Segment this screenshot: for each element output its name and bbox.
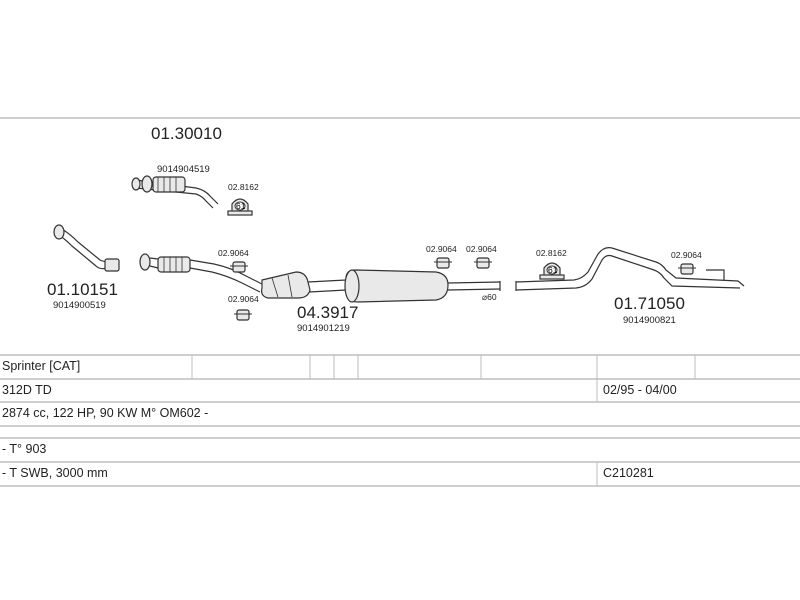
pipe-end — [131, 177, 141, 191]
flex-section — [157, 256, 191, 273]
hanger-a[interactable] — [230, 261, 248, 273]
rubber-hanger-icon — [680, 263, 694, 275]
vehicle-body: - T SWB, 3000 mm — [2, 466, 108, 480]
clamp-base — [227, 210, 253, 216]
vehicle-type: - T° 903 — [2, 442, 47, 456]
vehicle-model: Sprinter [CAT] — [2, 359, 81, 373]
part-01-10151[interactable] — [53, 224, 120, 272]
part-code-01-30010: 01.30010 — [151, 124, 222, 143]
vehicle-years: 02/95 - 04/00 — [603, 383, 677, 397]
hanger-b[interactable] — [234, 309, 252, 321]
flange — [53, 224, 65, 240]
part-01-71050[interactable] — [515, 247, 745, 291]
rubber-hanger-icon — [236, 309, 250, 321]
flex-section — [152, 176, 186, 193]
clamp-mark: 61 — [236, 201, 246, 211]
part-ref-01-71050: 9014900821 — [623, 315, 676, 326]
clamp-mark: 61 — [548, 265, 558, 275]
flange — [141, 175, 153, 193]
hanger-e[interactable] — [678, 263, 696, 275]
rubber-hanger-icon — [232, 261, 246, 273]
part-04-3917[interactable] — [261, 269, 501, 303]
part-01-30010[interactable] — [131, 175, 219, 209]
vehicle-engine: 2874 cc, 122 HP, 90 KW M° OM602 - — [2, 406, 209, 420]
label-hanger-a: 02.9064 — [218, 248, 249, 258]
label-hanger-e: 02.9064 — [671, 250, 702, 260]
catalog-code: C210281 — [603, 466, 654, 480]
clamp-base — [539, 274, 565, 280]
label-clamp-rear: 02.8162 — [536, 248, 567, 258]
rubber-hanger-icon — [476, 257, 490, 269]
part-ref-01-10151: 9014900519 — [53, 300, 106, 311]
rubber-hanger-icon — [436, 257, 450, 269]
middle-silencer — [345, 269, 449, 303]
part-code-01-71050: 01.71050 — [614, 294, 685, 313]
silencer-end — [344, 269, 360, 303]
catalyst — [261, 271, 311, 299]
part-ref-01-30010: 9014904519 — [157, 164, 210, 175]
part-code-01-10151: 01.10151 — [47, 280, 118, 299]
part-code-04-3917: 04.3917 — [297, 303, 358, 322]
hanger-d[interactable] — [474, 257, 492, 269]
label-hanger-c: 02.9064 — [426, 244, 457, 254]
clamp-02-8162-upper[interactable]: 61 — [227, 198, 253, 216]
flange — [139, 253, 151, 271]
label-diameter: ⌀60 — [482, 292, 497, 302]
clamp-02-8162-rear[interactable]: 61 — [539, 262, 565, 280]
pipe-end — [104, 258, 120, 272]
label-clamp-upper: 02.8162 — [228, 182, 259, 192]
label-hanger-d: 02.9064 — [466, 244, 497, 254]
label-hanger-b: 02.9064 — [228, 294, 259, 304]
vehicle-variant: 312D TD — [2, 383, 52, 397]
front-flex-pipe[interactable] — [139, 253, 263, 293]
part-ref-04-3917: 9014901219 — [297, 323, 350, 334]
hanger-c[interactable] — [434, 257, 452, 269]
